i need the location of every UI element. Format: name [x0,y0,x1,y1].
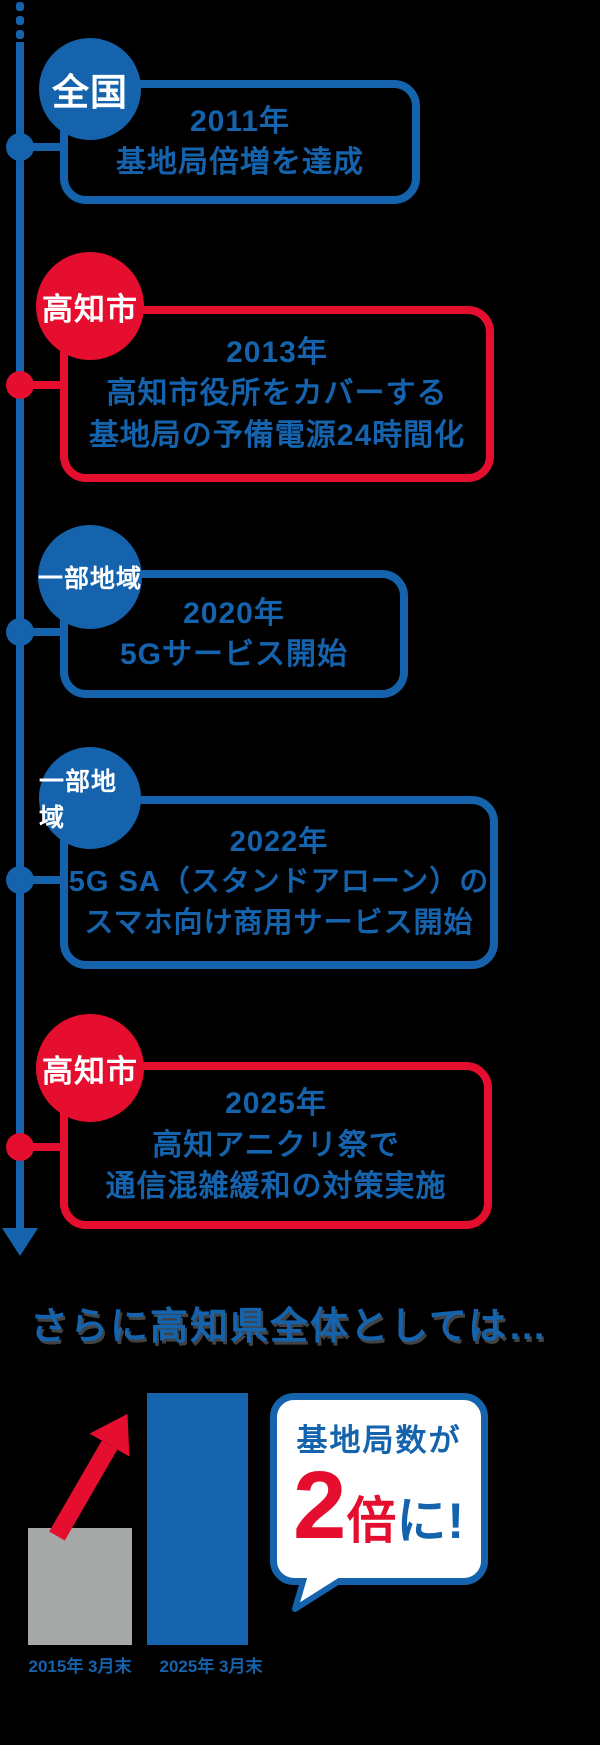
bar-label-2015: 2015年 3月末 [28,1657,132,1676]
timeline-connector [20,143,66,151]
timeline-connector [20,876,66,884]
bar-2015 [28,1528,132,1645]
milestone-box-2020: 2020年 5Gサービス開始 [60,570,408,698]
milestone-line: 5Gサービス開始 [119,638,349,671]
milestone-year: 2025年 [225,1087,327,1121]
timeline-arrow-down-icon [2,1228,38,1256]
milestone-box-2013: 2013年 高知市役所をカバーする 基地局の予備電源24時間化 [60,306,494,482]
timeline-connector [20,381,66,389]
timeline-node [6,1133,34,1161]
timeline-node [6,866,34,894]
milestone-box-2011: 2011年 基地局倍増を達成 [60,80,420,204]
bar-label-2025: 2025年 3月末 [159,1657,263,1676]
summary-heading: さらに高知県全体としては… [30,1306,549,1348]
milestone-line: 基地局の予備電源24時間化 [88,418,466,452]
milestone-line: 基地局倍増を達成 [116,146,364,179]
timeline-connector [20,1143,66,1151]
milestone-line: 5G SA（スタンドアローン）の [68,866,490,899]
timeline-node [6,371,34,399]
milestone-box-2022: 2022年 5G SA（スタンドアローン）の スマホ向け商用サービス開始 [60,796,498,969]
timeline-dot [16,16,24,25]
timeline-connector [20,628,66,636]
bubble-text: 基地局数が [296,1423,462,1458]
badge-zenkoku: 全国 [39,38,141,140]
milestone-year: 2022年 [229,826,329,859]
badge-label: 一部地域 [38,565,143,593]
milestone-line: 高知市役所をカバーする [106,377,448,411]
growth-arrow-icon [49,1413,130,1541]
badge-label: 高知市 [42,1053,138,1089]
badge-label: 一部地域 [39,768,118,832]
timeline-node [6,133,34,161]
speech-bubble-tail [292,1578,347,1612]
milestone-year: 2020年 [183,596,285,630]
bubble-highlight-unit: 倍 [346,1493,397,1550]
milestone-year: 2011年 [189,104,291,138]
badge-label: 全国 [52,72,128,113]
badge-ichibu-chiiki: 一部地域 [39,747,141,849]
timeline-dot [16,2,24,11]
milestone-line: 通信混雑緩和の対策実施 [105,1170,447,1204]
bar-2025 [147,1393,248,1645]
badge-kochi-city: 高知市 [36,1014,144,1122]
milestone-line: 高知アニクリ祭で [152,1128,400,1162]
timeline-node [6,618,34,646]
milestone-box-2025: 2025年 高知アニクリ祭で 通信混雑緩和の対策実施 [60,1062,492,1229]
bubble-highlight-number: 2 [292,1452,347,1560]
milestone-year: 2013年 [226,335,328,369]
milestone-line: スマホ向け商用サービス開始 [84,906,474,939]
badge-ichibu-chiiki: 一部地域 [38,525,142,629]
timeline-dot [16,30,24,39]
badge-kochi-city: 高知市 [36,252,144,360]
badge-label: 高知市 [42,291,138,327]
bubble-suffix: に! [396,1493,466,1550]
